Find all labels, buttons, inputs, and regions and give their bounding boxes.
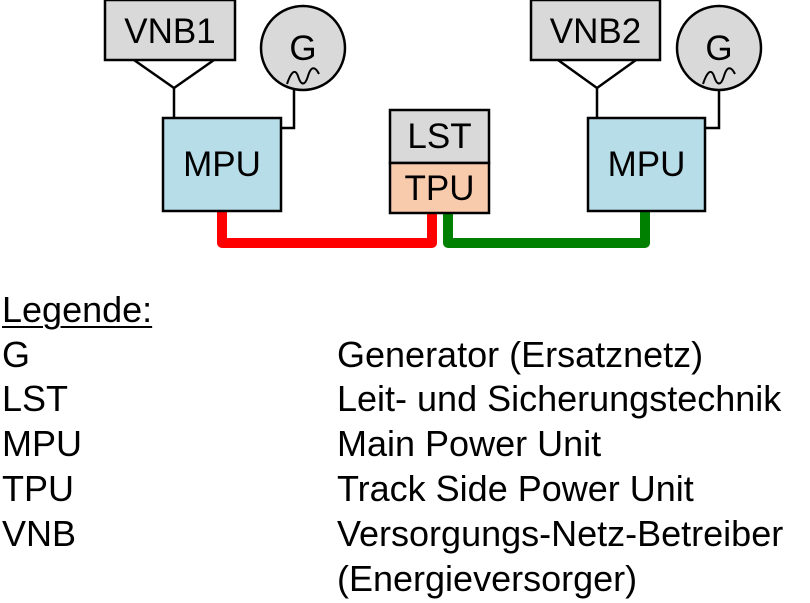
legend-key: LST (2, 378, 69, 419)
legend-row: G Generator (Ersatznetz) (0, 334, 810, 379)
legend-value: Main Power Unit (337, 423, 602, 464)
green-power-line (443, 206, 650, 248)
lst-label: LST (407, 117, 471, 156)
legend-row: LST Leit- und Sicherungstechnik (0, 378, 810, 423)
vnb2-connector (557, 58, 637, 118)
gen1-connector (281, 90, 296, 130)
legend-value: Generator (Ersatznetz) (337, 334, 704, 375)
vnb2-box: VNB2 (529, 0, 662, 62)
generator1-label: G (289, 29, 316, 68)
legend-value: Track Side Power Unit (337, 468, 694, 509)
legend-value: (Energieversorger) (337, 558, 638, 599)
legend-key: TPU (2, 468, 74, 509)
sine-wave-icon (702, 67, 736, 85)
sine-wave-icon (286, 67, 320, 85)
vnb1-label: VNB1 (124, 12, 215, 51)
power-supply-diagram: VNB1 G MPU LST TPU VNB2 G MPU (103, 0, 763, 248)
legend-row: TPU Track Side Power Unit (0, 468, 810, 513)
mpu1-box: MPU (161, 116, 283, 213)
legend-key: MPU (2, 423, 82, 464)
generator1: G (259, 4, 347, 92)
red-power-line (217, 206, 437, 248)
vnb1-connector (133, 58, 215, 118)
legend-value: Leit- und Sicherungstechnik (337, 378, 782, 419)
legend-value: Versorgungs-Netz-Betreiber (337, 513, 784, 554)
tpu-label: TPU (405, 169, 475, 208)
legend-row: MPU Main Power Unit (0, 423, 810, 468)
mpu2-label: MPU (608, 145, 686, 184)
gen2-connector (705, 90, 721, 130)
legend-row: (Energieversorger) (0, 558, 810, 603)
mpu2-box: MPU (586, 116, 707, 213)
mpu1-label: MPU (183, 145, 261, 184)
legend-title: Legende: (2, 289, 153, 330)
legend-row: VNB Versorgungs-Netz-Betreiber (0, 513, 810, 558)
generator2: G (675, 4, 763, 92)
generator2-label: G (705, 29, 732, 68)
tpu-box: TPU (388, 161, 491, 215)
legend-key: VNB (2, 513, 77, 554)
vnb2-label: VNB2 (550, 12, 641, 51)
vnb1-box: VNB1 (103, 0, 237, 62)
legend-key: G (2, 334, 31, 375)
